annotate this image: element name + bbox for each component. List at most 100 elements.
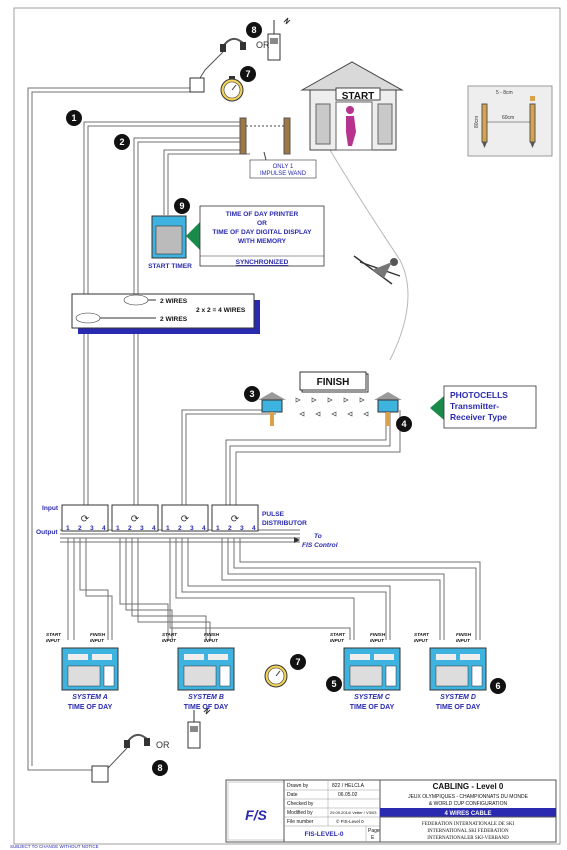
port-a4: 4	[102, 525, 106, 532]
file-number-key: File number	[287, 819, 314, 825]
stopwatch-icon-middle	[264, 664, 288, 688]
synchronized-label: SYNCHRONIZED	[236, 259, 289, 266]
printer-line-1: TIME OF DAY PRINTER	[226, 211, 299, 218]
radio-icon	[267, 17, 291, 61]
start-input-c-2: INPUT	[330, 638, 345, 643]
marker-8-bottom: 8	[157, 763, 162, 773]
impulse-note-line1: ONLY 1	[273, 164, 294, 170]
system-d-sub: TIME OF DAY	[436, 704, 481, 711]
port-d3: 3	[240, 525, 244, 532]
port-c4: 4	[202, 525, 206, 532]
fis-control-label: FIS Control	[302, 542, 338, 549]
finish-input-a-1: FINISH	[90, 632, 106, 637]
marker-2: 2	[119, 137, 124, 147]
photocells-line2: Transmitter-	[450, 401, 499, 411]
logo: F/S	[245, 807, 267, 823]
distributor-input-label: Input	[42, 505, 59, 512]
marker-8-top: 8	[251, 25, 256, 35]
start-input-d-2: INPUT	[414, 638, 429, 643]
photocells-line3: Receiver Type	[450, 412, 507, 422]
org-line-3: INTERNATIONALER SKI-VERBAND	[427, 836, 509, 841]
port-a1: 1	[66, 525, 70, 532]
port-b2: 2	[128, 525, 132, 532]
marker-6: 6	[495, 681, 500, 691]
drawn-by-value: 822 / HELCLA	[332, 783, 365, 789]
fis-arrow-icon	[294, 537, 300, 543]
downhill-skier-icon	[353, 255, 401, 285]
start-input-b-2: INPUT	[162, 638, 177, 643]
to-label: To	[314, 533, 322, 540]
start-input-a-1: START	[46, 632, 62, 637]
modified-by-key: Modified by	[287, 810, 313, 816]
printer-line-3: TIME OF DAY DIGITAL DISPLAY	[212, 229, 312, 236]
or-label-bottom: OR	[156, 740, 170, 750]
start-input-d-1: START	[414, 632, 430, 637]
page-key: Page	[368, 828, 380, 834]
system-d-device	[429, 647, 487, 691]
finish-input-c-1: FINISH	[370, 632, 386, 637]
svg-text:⟳: ⟳	[181, 514, 190, 525]
port-a3: 3	[90, 525, 94, 532]
system-c-name: SYSTEM C	[354, 694, 391, 701]
marker-4: 4	[401, 419, 406, 429]
skier-at-start	[346, 106, 356, 146]
wires-a-label: 2 WIRES	[160, 298, 188, 305]
headset-icon	[189, 37, 246, 93]
marker-circles	[66, 22, 506, 776]
start-label: START	[342, 91, 375, 102]
dim-top-label: 5 - 8cm	[496, 90, 513, 96]
finish-input-b-2: INPUT	[204, 638, 219, 643]
system-c-device	[343, 647, 401, 691]
system-a-name: SYSTEM A	[72, 694, 108, 701]
marker-1: 1	[71, 113, 76, 123]
or-label-top: OR	[256, 40, 270, 50]
system-b-device	[177, 647, 235, 691]
modified-by-value: 29.09.2014/ Vetter / V3/03	[330, 810, 377, 815]
wires-b-label: 2 WIRES	[160, 316, 188, 323]
photocell-beams	[295, 397, 369, 417]
system-a-sub: TIME OF DAY	[68, 704, 113, 711]
date-value: 06.05.02	[338, 792, 358, 798]
distributor-output-label: Output	[36, 529, 58, 536]
text-layer: OR START ONLY 1 IMPULSE WAND 5 - 8cm 80c…	[10, 25, 529, 849]
page-frame	[13, 7, 561, 845]
marker-3: 3	[249, 389, 254, 399]
checked-by-key: Checked by	[287, 801, 314, 807]
photocells-info-box	[430, 385, 537, 429]
svg-text:⟳: ⟳	[231, 514, 240, 525]
date-key: Date	[287, 792, 298, 798]
start-timer-device	[151, 215, 187, 259]
radio-icon-bottom	[187, 707, 211, 749]
headset-icon-bottom	[91, 733, 150, 783]
drawing-title: CABLING - Level 0	[433, 782, 504, 791]
marker-9: 9	[179, 201, 184, 211]
wires-total-label: 2 x 2 = 4 WIRES	[196, 307, 246, 314]
photocell-right	[374, 392, 402, 426]
title-block-frame	[225, 779, 557, 843]
impulse-note-box	[249, 159, 317, 179]
finish-input-d-1: FINISH	[456, 632, 472, 637]
port-d2: 2	[228, 525, 232, 532]
system-c-sub: TIME OF DAY	[350, 704, 395, 711]
start-input-b-1: START	[162, 632, 178, 637]
distributor-name-2: DISTRIBUTOR	[262, 520, 307, 527]
start-input-c-1: START	[330, 632, 346, 637]
port-d1: 1	[216, 525, 220, 532]
page-value: E	[371, 835, 375, 841]
drawing-subtitle-1: JEUX OLYMPIQUES - CHAMPIONNATS DU MONDE	[408, 794, 528, 800]
start-input-a-2: INPUT	[46, 638, 61, 643]
start-timer-label: START TIMER	[148, 263, 192, 270]
impulse-note-line2: IMPULSE WAND	[260, 171, 307, 177]
pole-dimension-inset	[467, 85, 553, 157]
stopwatch-icon	[220, 76, 244, 102]
photocells-title: PHOTOCELLS	[450, 390, 508, 400]
system-b-name: SYSTEM B	[188, 694, 224, 701]
dim-side-label: 80cm	[474, 116, 480, 128]
dim-between-label: 60cm	[502, 115, 514, 121]
svg-text:⟳: ⟳	[81, 514, 90, 525]
printer-line-4: WITH MEMORY	[238, 238, 287, 245]
printer-line-2: OR	[257, 220, 267, 227]
pulse-distributor: ⟳ ⟳ ⟳ ⟳	[61, 504, 259, 532]
finish-input-d-2: INPUT	[456, 638, 471, 643]
